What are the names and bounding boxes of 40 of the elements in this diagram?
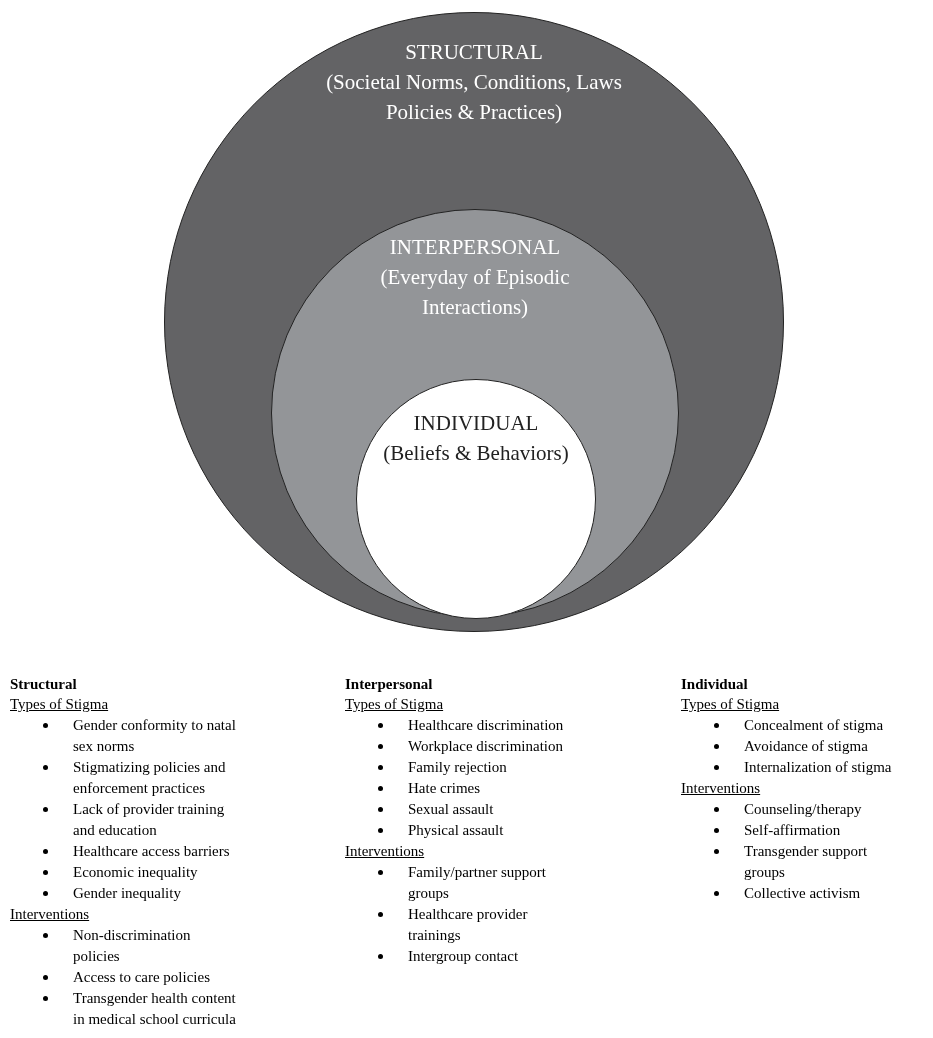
layer-subtitle: (Societal Norms, Conditions, Laws Policies & Practices) (325, 69, 623, 126)
list-item: Concealment of stigma (744, 716, 885, 735)
layer-subtitle: (Beliefs & Behaviors) (383, 440, 569, 467)
list-item: Stigmatizing policies and enforcement practices (73, 758, 227, 798)
list-item: Economic inequality (73, 863, 199, 882)
section-heading: Interventions (345, 842, 425, 861)
section-heading: Interventions (10, 905, 90, 924)
column-heading: Structural (10, 675, 77, 694)
section-heading: Types of Stigma (10, 695, 109, 714)
list-item: Lack of provider training and education (73, 800, 226, 840)
list-item: Avoidance of stigma (744, 737, 869, 756)
layer-subtitle: (Everyday of Episodic Interactions) (379, 264, 571, 321)
list-item: Workplace discrimination (408, 737, 564, 756)
list-item: Family rejection (408, 758, 508, 777)
list-item: Collective activism (744, 884, 862, 903)
layer-title: STRUCTURAL (405, 39, 543, 66)
list-item: Hate crimes (408, 779, 482, 798)
list-item: Gender inequality (73, 884, 182, 903)
list-item: Internalization of stigma (744, 758, 893, 777)
list-item: Counseling/therapy (744, 800, 863, 819)
list-item: Healthcare access barriers (73, 842, 231, 861)
list-item: Transgender support groups (744, 842, 869, 882)
list-item: Gender conformity to natal sex norms (73, 716, 237, 756)
column-heading: Individual (681, 675, 748, 694)
list-item: Self-affirmation (744, 821, 842, 840)
list-item: Healthcare provider trainings (408, 905, 529, 945)
layer-title: INTERPERSONAL (389, 234, 561, 261)
section-heading: Types of Stigma (681, 695, 780, 714)
list-item: Transgender health content in medical school curricula (73, 989, 237, 1029)
list-item: Non-discrimination policies (73, 926, 192, 966)
list-item: Access to care policies (73, 968, 212, 987)
list-item: Healthcare discrimination (408, 716, 565, 735)
list-item: Physical assault (408, 821, 505, 840)
section-heading: Types of Stigma (345, 695, 444, 714)
column-heading: Interpersonal (345, 675, 433, 694)
list-item: Intergroup contact (408, 947, 520, 966)
layer-title: INDIVIDUAL (413, 410, 539, 437)
list-item: Sexual assault (408, 800, 495, 819)
list-item: Family/partner support groups (408, 863, 547, 903)
section-heading: Interventions (681, 779, 761, 798)
